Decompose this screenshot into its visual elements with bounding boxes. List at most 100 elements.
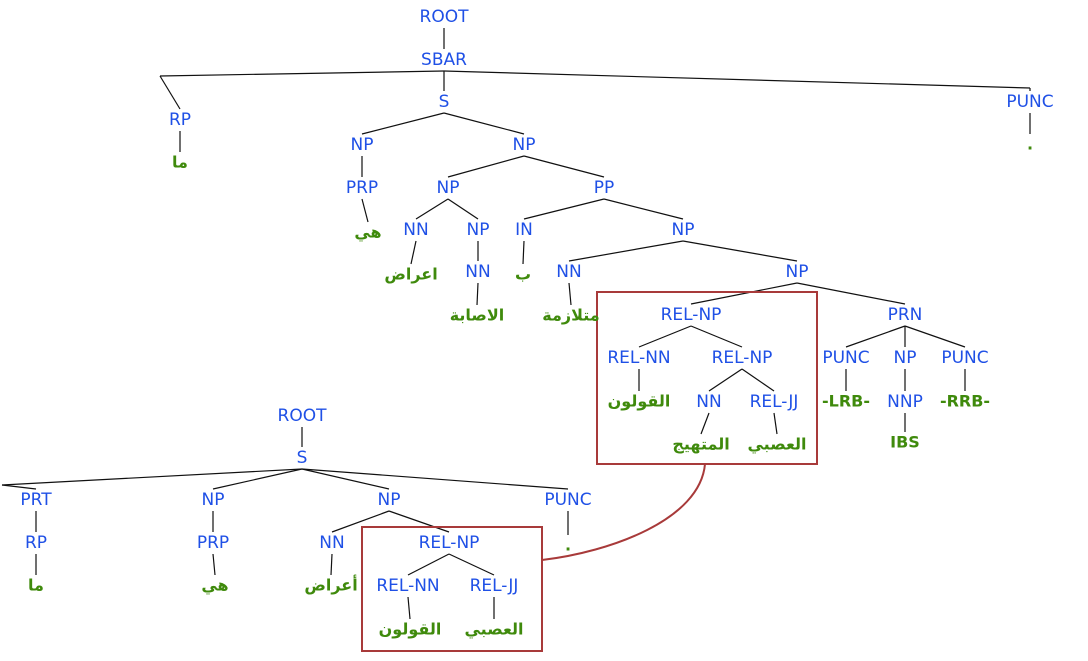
- category-label-t1-root: ROOT: [420, 7, 470, 27]
- category-label-t2-np2: NP: [378, 490, 401, 510]
- category-label-t1-np7: NP: [894, 348, 917, 368]
- category-label-t1-s: S: [439, 92, 450, 112]
- category-label-t2-relnp: REL-NP: [419, 533, 480, 553]
- category-label-t1-np6: NP: [786, 262, 809, 282]
- tree-edge: [361, 112, 445, 135]
- word-label-t1-bi: ب: [515, 265, 531, 284]
- category-label-t1-prp: PRP: [346, 178, 378, 198]
- word-label-t1-qawlun: القولون: [608, 392, 671, 411]
- tree-edge: [522, 240, 525, 265]
- highlight-connector: [541, 463, 706, 561]
- word-label-t1-rrb: -RRB-: [940, 392, 990, 411]
- highlight-box-lower: [361, 526, 543, 652]
- tree-labels: ROOT SBAR RP ما S PUNC. NP PRP هي NP NP NN اعراض NP NN…: [20, 7, 1053, 640]
- tree-edge: [447, 155, 525, 178]
- tree-edge: [796, 282, 906, 305]
- category-label-t2-nn: NN: [319, 533, 344, 553]
- tree-edge: [407, 596, 411, 620]
- category-label-t1-in: IN: [515, 220, 533, 240]
- tree-edge: [741, 368, 775, 392]
- word-label-t1-ibs: IBS: [890, 433, 920, 452]
- tree-edge: [212, 468, 303, 490]
- category-label-t1-relnn: REL-NN: [607, 348, 670, 368]
- tree-edge: [568, 282, 572, 306]
- word-label-t2-aarad: أعراض: [304, 575, 357, 595]
- tree-edge: [638, 325, 692, 348]
- tree-edge: [690, 282, 798, 305]
- tree-edge: [1, 484, 37, 490]
- tree-edge: [159, 75, 181, 110]
- tree-edge: [447, 198, 479, 220]
- highlight-layer: [361, 291, 818, 652]
- category-label-t1-relnp2: REL-NP: [712, 348, 773, 368]
- category-label-t1-nnp: NNP: [887, 392, 923, 412]
- tree-edge: [568, 240, 684, 262]
- category-label-t1-relnp1: REL-NP: [661, 305, 722, 325]
- category-label-t1-rp: RP: [169, 110, 191, 130]
- word-label-t1-aarad: اعراض: [384, 265, 437, 284]
- tree-edge: [212, 553, 216, 576]
- category-label-t1-np2: NP: [513, 135, 536, 155]
- tree-edge: [415, 198, 449, 220]
- category-label-t2-relnn: REL-NN: [376, 576, 439, 596]
- tree-edge: [159, 70, 445, 77]
- category-label-t2-reljj: REL-JJ: [470, 576, 519, 596]
- tree-edge: [331, 510, 390, 533]
- word-label-t1-ma: ما: [172, 153, 188, 172]
- category-label-t1-reljj: REL-JJ: [750, 392, 799, 412]
- tree-edge: [1, 468, 303, 486]
- category-label-t1-nn3: NN: [556, 262, 581, 282]
- category-label-t2-prt: PRT: [20, 490, 52, 510]
- tree-edge: [904, 325, 966, 348]
- tree-edge: [523, 155, 605, 178]
- tree-edge: [301, 468, 390, 490]
- tree-edge: [443, 70, 1031, 89]
- tree-edge: [603, 198, 684, 220]
- tree-edge: [410, 240, 417, 265]
- word-label-t1-mutahayyij: المتهيج: [672, 435, 729, 454]
- category-label-t1-np1: NP: [351, 135, 374, 155]
- word-label-t1-asabi: العصبي: [747, 435, 806, 455]
- tree-edge: [476, 282, 479, 306]
- word-label-t2-dot: .: [565, 536, 571, 555]
- category-label-t2-np1: NP: [202, 490, 225, 510]
- tree-edge: [361, 198, 369, 223]
- word-label-t1-isaba: الاصابة: [450, 306, 505, 325]
- category-label-t1-nn4: NN: [696, 392, 721, 412]
- category-label-t1-np5: NP: [672, 220, 695, 240]
- word-label-t1-dot: .: [1027, 135, 1033, 154]
- category-label-t1-punc3: PUNC: [941, 348, 988, 368]
- category-label-t1-punc2: PUNC: [822, 348, 869, 368]
- word-label-t2-asabi: العصبي: [464, 620, 523, 640]
- category-label-t1-prn: PRN: [888, 305, 923, 325]
- tree-edge: [443, 112, 525, 135]
- category-label-t1-np4: NP: [467, 220, 490, 240]
- tree-edge: [523, 198, 605, 220]
- category-label-t1-sbar: SBAR: [421, 50, 467, 70]
- category-label-t2-rp: RP: [25, 533, 47, 553]
- word-label-t1-lrb: -LRB-: [822, 392, 870, 411]
- tree-edge: [330, 553, 333, 576]
- tree-edge: [301, 468, 569, 490]
- tree-edge: [845, 325, 906, 348]
- tree-edge: [388, 510, 450, 533]
- category-label-t1-nn2: NN: [465, 262, 490, 282]
- category-label-t1-nn1: NN: [403, 220, 428, 240]
- word-label-t1-mutalazima: متلازمة: [542, 306, 599, 325]
- word-label-t2-hiya: هي: [201, 576, 228, 596]
- category-label-t1-punc: PUNC: [1006, 92, 1053, 112]
- word-label-t1-hiya: هي: [354, 223, 381, 243]
- word-label-t2-ma: ما: [28, 576, 44, 595]
- category-label-t2-s: S: [297, 448, 308, 468]
- category-label-t1-pp: PP: [594, 178, 615, 198]
- tree-edge: [773, 412, 778, 435]
- category-label-t2-prp: PRP: [197, 533, 229, 553]
- tree-edge: [700, 412, 710, 435]
- tree-edge: [407, 553, 450, 576]
- tree-edges: [1, 28, 1031, 620]
- word-label-t2-qawlun: القولون: [379, 620, 442, 639]
- category-label-t2-punc: PUNC: [544, 490, 591, 510]
- category-label-t2-root: ROOT: [278, 406, 328, 426]
- category-label-t1-np3: NP: [437, 178, 460, 198]
